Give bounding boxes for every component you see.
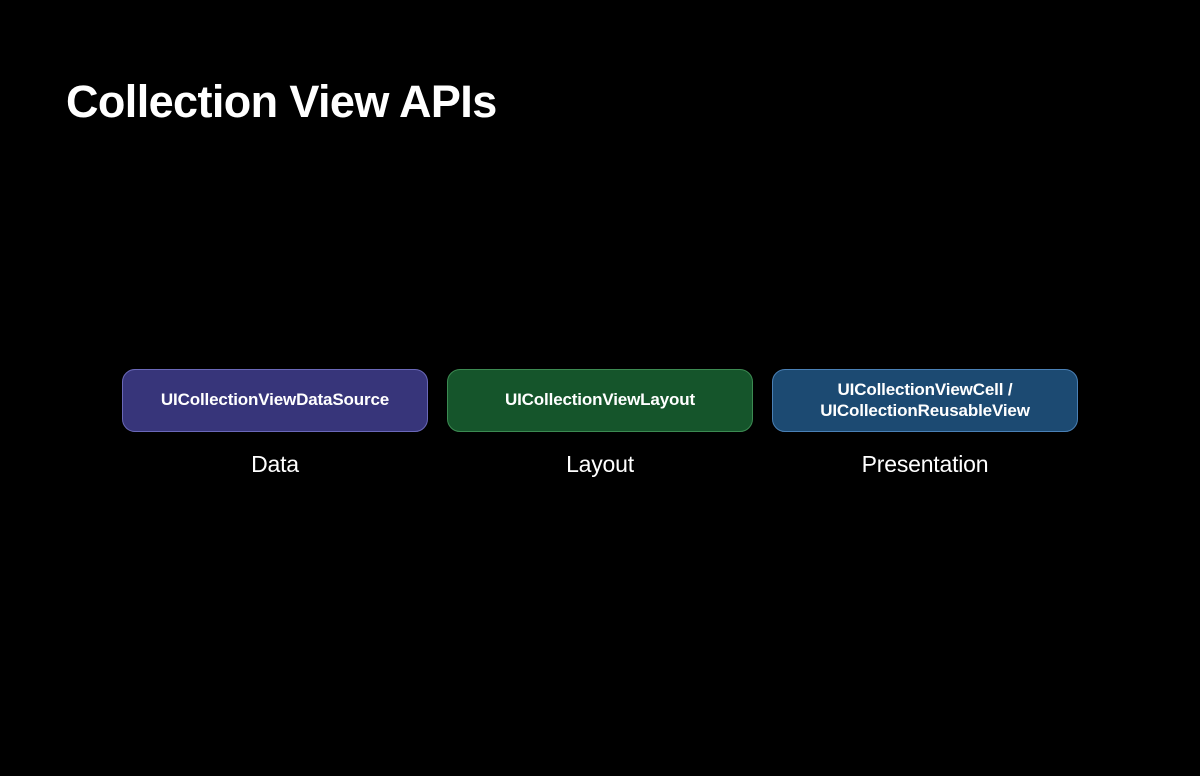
api-box-cell-reusableview[interactable]: UICollectionViewCell / UICollectionReusa… (772, 369, 1078, 432)
role-label-presentation: Presentation (861, 451, 989, 477)
api-box-cell-reusableview-label: UICollectionViewCell / UICollectionReusa… (820, 380, 1030, 421)
api-box-cell-label-line2: UICollectionReusableView (820, 400, 1030, 420)
diagram-column-presentation: UICollectionViewCell / UICollectionReusa… (772, 369, 1078, 476)
api-box-layout[interactable]: UICollectionViewLayout (447, 369, 753, 432)
role-label-layout: Layout (566, 451, 634, 477)
api-box-layout-label: UICollectionViewLayout (504, 390, 696, 410)
api-diagram: UICollectionViewDataSource Data UICollec… (0, 369, 1200, 489)
api-box-datasource[interactable]: UICollectionViewDataSource (122, 369, 428, 432)
diagram-column-layout: UICollectionViewLayout Layout (447, 369, 753, 476)
diagram-column-data: UICollectionViewDataSource Data (122, 369, 428, 476)
role-label-data: Data (251, 451, 299, 477)
api-box-cell-label-line1: UICollectionViewCell / (837, 379, 1013, 399)
page-title: Collection View APIs (66, 76, 497, 127)
api-box-datasource-label: UICollectionViewDataSource (160, 390, 390, 410)
